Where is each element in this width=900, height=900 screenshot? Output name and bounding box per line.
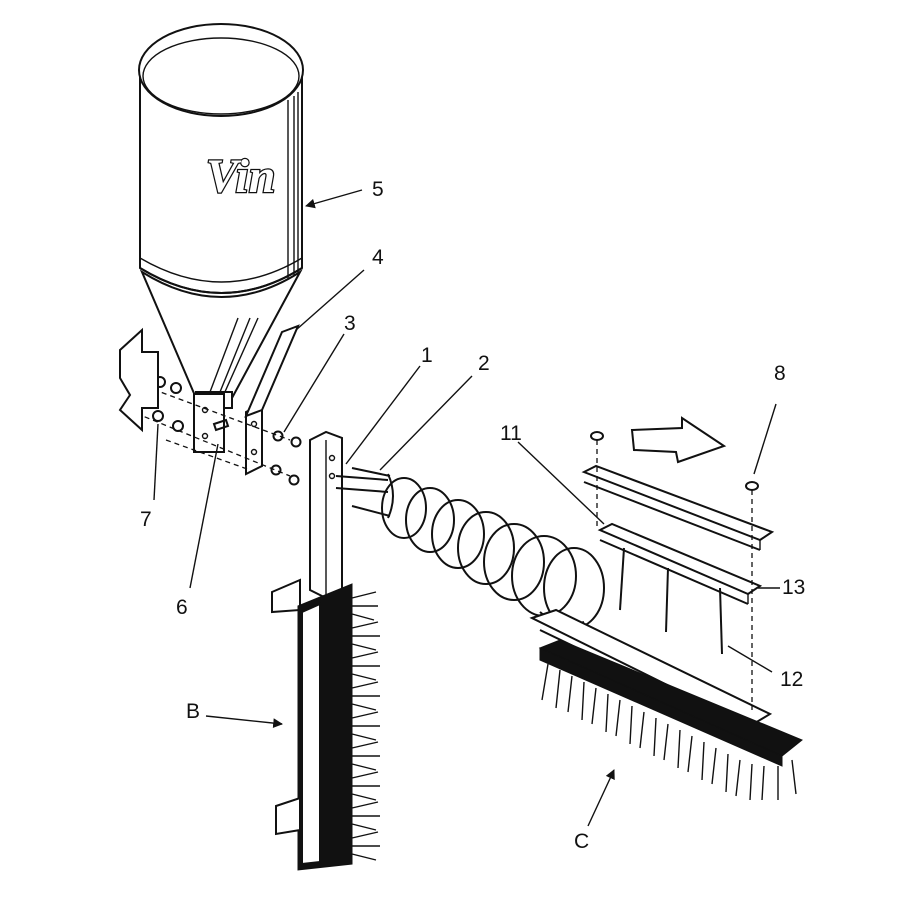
flat-bar xyxy=(244,324,300,418)
callout-13: 13 xyxy=(782,576,805,599)
callout-8: 8 xyxy=(774,362,786,385)
coil-spring xyxy=(381,477,605,629)
direction-arrow-left xyxy=(118,327,159,433)
vertical-post xyxy=(271,430,389,614)
horizontal-brush xyxy=(529,608,803,801)
direction-arrow-right xyxy=(630,416,727,464)
hopper-brand-text: Vin xyxy=(206,150,275,203)
callout-1: 1 xyxy=(421,344,433,367)
callout-2: 2 xyxy=(478,352,490,375)
callout-4: 4 xyxy=(372,246,384,269)
callout-12: 12 xyxy=(780,668,803,691)
leader-lines xyxy=(153,189,780,827)
nuts-right xyxy=(270,430,302,486)
callout-c: C xyxy=(574,830,589,853)
callout-7: 7 xyxy=(140,508,152,531)
lower-rail xyxy=(597,522,763,605)
callout-3: 3 xyxy=(344,312,356,335)
spring-holder xyxy=(351,467,394,519)
tines xyxy=(619,547,723,655)
callout-b: B xyxy=(186,700,200,723)
upper-rail xyxy=(581,464,775,551)
callout-6: 6 xyxy=(176,596,188,619)
callout-5: 5 xyxy=(372,178,384,201)
vertical-brush xyxy=(275,583,380,871)
hopper-container: Vin xyxy=(138,23,304,409)
hopper-mounting-plate xyxy=(193,393,230,453)
callout-11: 11 xyxy=(500,422,522,445)
